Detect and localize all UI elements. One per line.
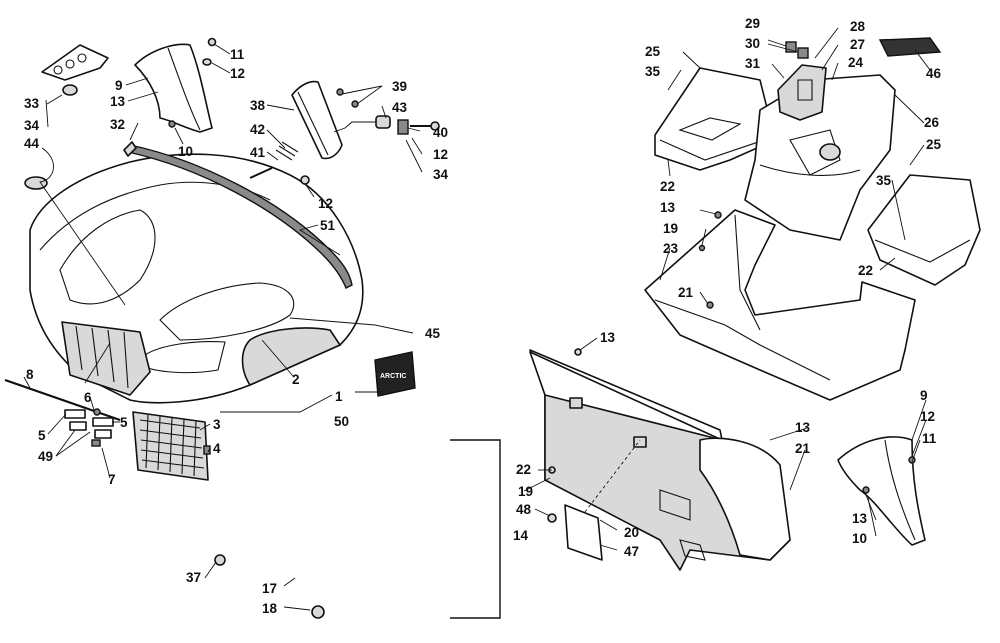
callout-1: 1	[335, 389, 343, 404]
callout-20: 20	[624, 525, 639, 540]
callout-7: 7	[108, 472, 116, 487]
callout-50: 50	[334, 414, 349, 429]
callout-9: 9	[115, 78, 123, 93]
callout-21: 21	[795, 441, 811, 456]
callout-10: 10	[178, 144, 193, 159]
callout-6: 6	[84, 390, 92, 405]
callout-26: 26	[924, 115, 940, 130]
callout-22: 22	[660, 179, 675, 194]
cover-plate	[564, 504, 603, 561]
callout-21: 21	[678, 285, 694, 300]
callout-40: 40	[433, 125, 448, 140]
callout-45: 45	[425, 326, 441, 341]
hood-trim-strip	[127, 144, 353, 289]
callout-22: 22	[516, 462, 531, 477]
seat-base-right	[867, 174, 981, 286]
callout-35: 35	[645, 64, 661, 79]
rivet	[311, 605, 325, 619]
callout-34: 34	[24, 118, 40, 133]
callout-18: 18	[262, 601, 278, 616]
callout-44: 44	[24, 136, 40, 151]
hood-badge	[24, 176, 48, 190]
callout-22: 22	[858, 263, 873, 278]
callout-5: 5	[38, 428, 46, 443]
headlight-bracket	[41, 44, 109, 96]
callout-47: 47	[624, 544, 639, 559]
callout-13: 13	[852, 511, 868, 526]
callout-17: 17	[262, 581, 277, 596]
svg-text:ARCTIC: ARCTIC	[380, 373, 406, 380]
hood-assembly: ARCTIC	[4, 37, 440, 619]
callout-27: 27	[850, 37, 865, 52]
console-decal	[878, 37, 942, 57]
center-console	[744, 74, 896, 241]
hood-decal: ARCTIC	[374, 351, 416, 397]
console-assembly	[644, 37, 981, 546]
right-mud-flap	[837, 436, 926, 546]
callout-39: 39	[392, 79, 407, 94]
callout-10: 10	[852, 531, 867, 546]
callout-4: 4	[213, 441, 221, 456]
right-leaders	[523, 27, 931, 551]
callout-29: 29	[745, 16, 760, 31]
headlight-mount	[249, 80, 440, 185]
callout-3: 3	[213, 417, 221, 432]
hinge-rod	[4, 378, 121, 422]
callout-37: 37	[186, 570, 201, 585]
callout-13: 13	[795, 420, 811, 435]
callout-41: 41	[250, 145, 266, 160]
callout-12: 12	[433, 147, 448, 162]
callout-38: 38	[250, 98, 266, 113]
callout-23: 23	[663, 241, 679, 256]
callout-25: 25	[926, 137, 942, 152]
callout-12: 12	[920, 409, 935, 424]
callout-35: 35	[876, 173, 892, 188]
callout-12: 12	[318, 196, 333, 211]
callout-9: 9	[920, 388, 928, 403]
callout-5: 5	[120, 415, 128, 430]
callout-48: 48	[516, 502, 532, 517]
callout-12: 12	[230, 66, 245, 81]
callout-43: 43	[392, 100, 408, 115]
callout-24: 24	[848, 55, 864, 70]
grille-screen	[132, 411, 211, 481]
callout-19: 19	[663, 221, 678, 236]
callout-2: 2	[292, 372, 300, 387]
callout-31: 31	[745, 56, 761, 71]
callout-11: 11	[922, 431, 937, 446]
callout-33: 33	[24, 96, 40, 111]
callout-32: 32	[110, 117, 125, 132]
callout-49: 49	[38, 449, 53, 464]
callout-13: 13	[660, 200, 676, 215]
left-leaders	[23, 43, 423, 611]
callout-46: 46	[926, 66, 942, 81]
floor-panel	[644, 209, 916, 401]
callout-42: 42	[250, 122, 265, 137]
front-bulkhead	[529, 348, 791, 571]
callout-13: 13	[110, 94, 126, 109]
assembly-bracket	[450, 439, 501, 619]
callout-numbers: 1 2 3 4 5 5 6 7 8 9 9 10 10 11 11 12 12 …	[24, 16, 942, 616]
callout-51: 51	[320, 218, 336, 233]
callout-11: 11	[230, 47, 245, 62]
callout-13: 13	[600, 330, 616, 345]
nut	[214, 554, 226, 566]
callout-14: 14	[513, 528, 529, 543]
callout-19: 19	[518, 484, 533, 499]
callout-34: 34	[433, 167, 449, 182]
callout-30: 30	[745, 36, 760, 51]
left-mud-flap	[134, 43, 213, 133]
callout-8: 8	[26, 367, 34, 382]
callout-25: 25	[645, 44, 661, 59]
callout-28: 28	[850, 19, 866, 34]
